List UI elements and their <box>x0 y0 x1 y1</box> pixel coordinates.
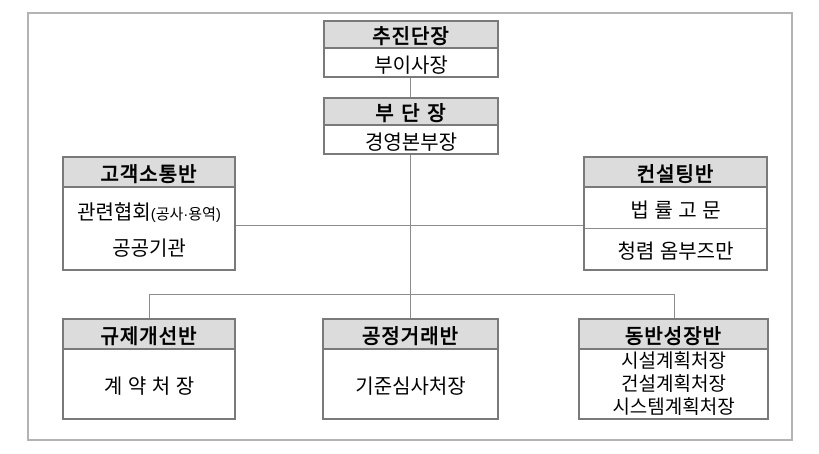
node-growth: 시설계획처장 건설계획처장 시스템계획처장 동반성장반 <box>578 318 769 420</box>
connector-customer-consulting <box>236 225 583 226</box>
consulting-member-2: 청렴 옴부즈만 <box>617 240 734 263</box>
customer-comm-member-1-main: 관련협회 <box>77 201 151 224</box>
connector-bottom-row <box>149 294 675 295</box>
connector-to-regulation <box>149 294 150 318</box>
node-customer-comm: 고객소통반 관련협회(공사·용역) 공공기관 <box>62 156 236 271</box>
connector-chief-to-deputy <box>410 78 411 97</box>
node-regulation: 규제개선반 계 약 처 장 <box>62 318 236 420</box>
growth-member-2: 건설계획처장 <box>621 374 726 395</box>
node-consulting-title: 컨설팅반 <box>585 158 766 188</box>
node-fairtrade: 공정거래반 기준심사처장 <box>322 318 499 420</box>
node-growth-members: 시설계획처장 건설계획처장 시스템계획처장 <box>580 350 767 419</box>
node-fairtrade-title: 공정거래반 <box>324 320 497 350</box>
node-regulation-member: 계 약 처 장 <box>103 375 195 398</box>
node-chief-title: 추진단장 <box>325 22 497 49</box>
node-deputy: 부 단 장 경영본부장 <box>323 97 499 155</box>
customer-comm-member-2: 공공기관 <box>112 238 186 261</box>
customer-comm-member-1-note: (공사·용역) <box>150 205 221 223</box>
node-chief: 추진단장 부이사장 <box>323 20 499 78</box>
node-fairtrade-member: 기준심사처장 <box>355 375 466 398</box>
node-deputy-member: 경영본부장 <box>365 132 457 154</box>
growth-member-3: 시스템계획처장 <box>612 397 735 418</box>
consulting-member-1: 법 률 고 문 <box>585 188 766 229</box>
node-deputy-title: 부 단 장 <box>325 99 497 126</box>
connector-deputy-trunk <box>410 155 411 318</box>
node-regulation-title: 규제개선반 <box>64 320 234 350</box>
node-growth-title: 동반성장반 <box>580 320 767 350</box>
node-customer-comm-title: 고객소통반 <box>64 158 234 188</box>
customer-comm-member-1: 관련협회(공사·용역) <box>77 196 221 225</box>
growth-member-1: 시설계획처장 <box>621 351 726 372</box>
node-consulting: 컨설팅반 법 률 고 문 청렴 옴부즈만 <box>583 156 768 271</box>
node-customer-comm-members: 관련협회(공사·용역) 공공기관 <box>64 188 234 269</box>
connector-to-growth <box>674 294 675 318</box>
node-chief-member: 부이사장 <box>374 55 448 77</box>
